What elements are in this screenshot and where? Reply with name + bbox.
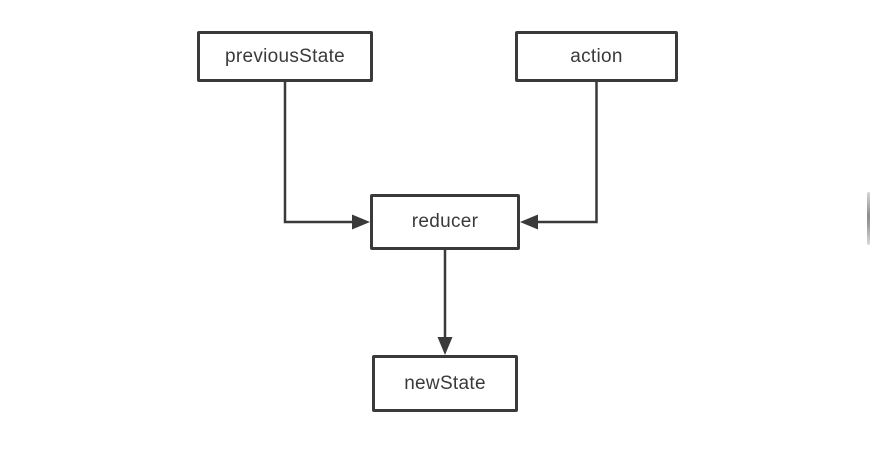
- edge-action-to-reducer-arrowhead: [520, 214, 538, 230]
- node-action-label: action: [570, 45, 623, 67]
- edge-previousstate-to-reducer-line: [283, 82, 354, 224]
- node-new-state-label: newState: [404, 372, 486, 394]
- node-action: action: [515, 31, 678, 82]
- edge-action-to-reducer-line: [536, 82, 598, 224]
- node-new-state: newState: [372, 355, 518, 412]
- scrollbar-thumb[interactable]: [867, 192, 870, 245]
- node-reducer-label: reducer: [411, 211, 479, 232]
- node-previous-state-label: previousState: [224, 45, 346, 67]
- node-reducer: reducer: [370, 194, 520, 250]
- node-previous-state: previousState: [197, 31, 373, 82]
- edge-reducer-to-newstate-arrowhead: [437, 337, 453, 355]
- edge-previousstate-to-reducer-arrowhead: [352, 214, 370, 230]
